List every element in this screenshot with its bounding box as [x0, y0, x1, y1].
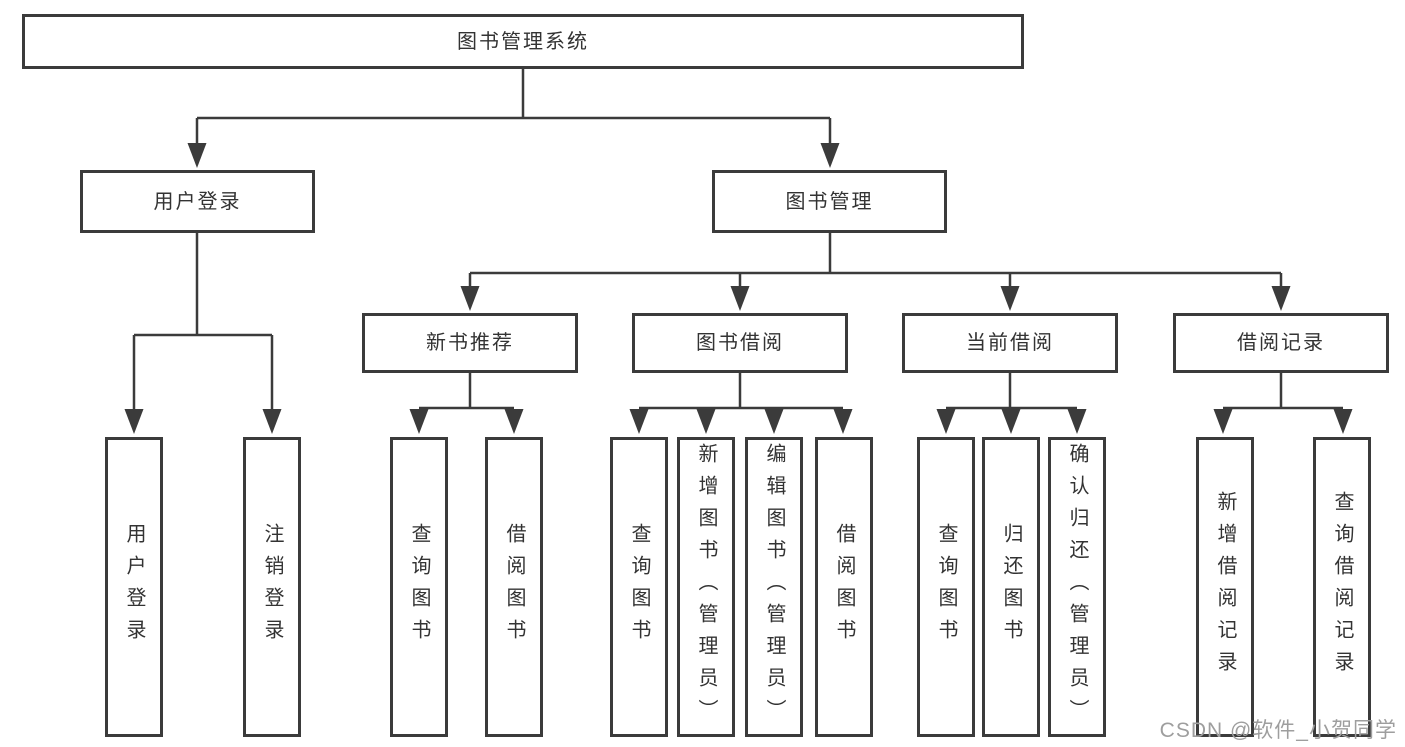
leaf-query-books-current-label: 查询图书	[935, 523, 957, 651]
leaf-query-books-recommend-label: 查询图书	[408, 523, 430, 651]
leaf-confirm-return-admin-label: 确认归还（管理员）	[1066, 443, 1088, 731]
arrowheads	[124, 143, 1353, 434]
leaf-borrow-books-recommend-label: 借阅图书	[503, 523, 525, 651]
leaf-add-books-admin: 新增图书（管理员）	[677, 437, 735, 737]
node-book-management: 图书管理	[712, 170, 947, 233]
leaf-query-borrow-record: 查询借阅记录	[1313, 437, 1371, 737]
node-current-borrowing-label: 当前借阅	[966, 332, 1054, 354]
leaf-add-borrow-record: 新增借阅记录	[1196, 437, 1254, 737]
node-book-borrowing-label: 图书借阅	[696, 332, 784, 354]
node-user-login-label: 用户登录	[153, 190, 242, 213]
leaf-edit-books-admin-label: 编辑图书（管理员）	[763, 443, 785, 731]
leaf-user-login: 用户登录	[105, 437, 163, 737]
leaf-query-borrow-record-label: 查询借阅记录	[1331, 491, 1353, 683]
node-current-borrowing: 当前借阅	[902, 313, 1118, 373]
leaf-user-login-label: 用户登录	[123, 523, 145, 651]
node-new-book-recommend: 新书推荐	[362, 313, 578, 373]
leaf-logout: 注销登录	[243, 437, 301, 737]
leaf-confirm-return-admin: 确认归还（管理员）	[1048, 437, 1106, 737]
leaf-query-books-current: 查询图书	[917, 437, 975, 737]
leaf-add-books-admin-label: 新增图书（管理员）	[695, 443, 717, 731]
leaf-query-books-recommend: 查询图书	[390, 437, 448, 737]
leaf-query-books-borrowing: 查询图书	[610, 437, 668, 737]
leaf-return-books: 归还图书	[982, 437, 1040, 737]
node-borrowing-records: 借阅记录	[1173, 313, 1389, 373]
leaf-logout-label: 注销登录	[261, 523, 283, 651]
csdn-watermark: CSDN @软件_小贺同学	[1159, 719, 1397, 742]
node-root-system: 图书管理系统	[22, 14, 1024, 69]
leaf-borrow-books-label: 借阅图书	[833, 523, 855, 651]
node-book-borrowing: 图书借阅	[632, 313, 848, 373]
node-user-login: 用户登录	[80, 170, 315, 233]
leaf-add-borrow-record-label: 新增借阅记录	[1214, 491, 1236, 683]
node-book-management-label: 图书管理	[785, 190, 874, 213]
node-new-book-recommend-label: 新书推荐	[426, 332, 514, 354]
leaf-borrow-books-recommend: 借阅图书	[485, 437, 543, 737]
node-borrowing-records-label: 借阅记录	[1237, 332, 1325, 354]
leaf-edit-books-admin: 编辑图书（管理员）	[745, 437, 803, 737]
leaf-return-books-label: 归还图书	[1000, 523, 1022, 651]
node-root-label: 图书管理系统	[457, 30, 589, 53]
leaf-borrow-books: 借阅图书	[815, 437, 873, 737]
leaf-query-books-borrowing-label: 查询图书	[628, 523, 650, 651]
